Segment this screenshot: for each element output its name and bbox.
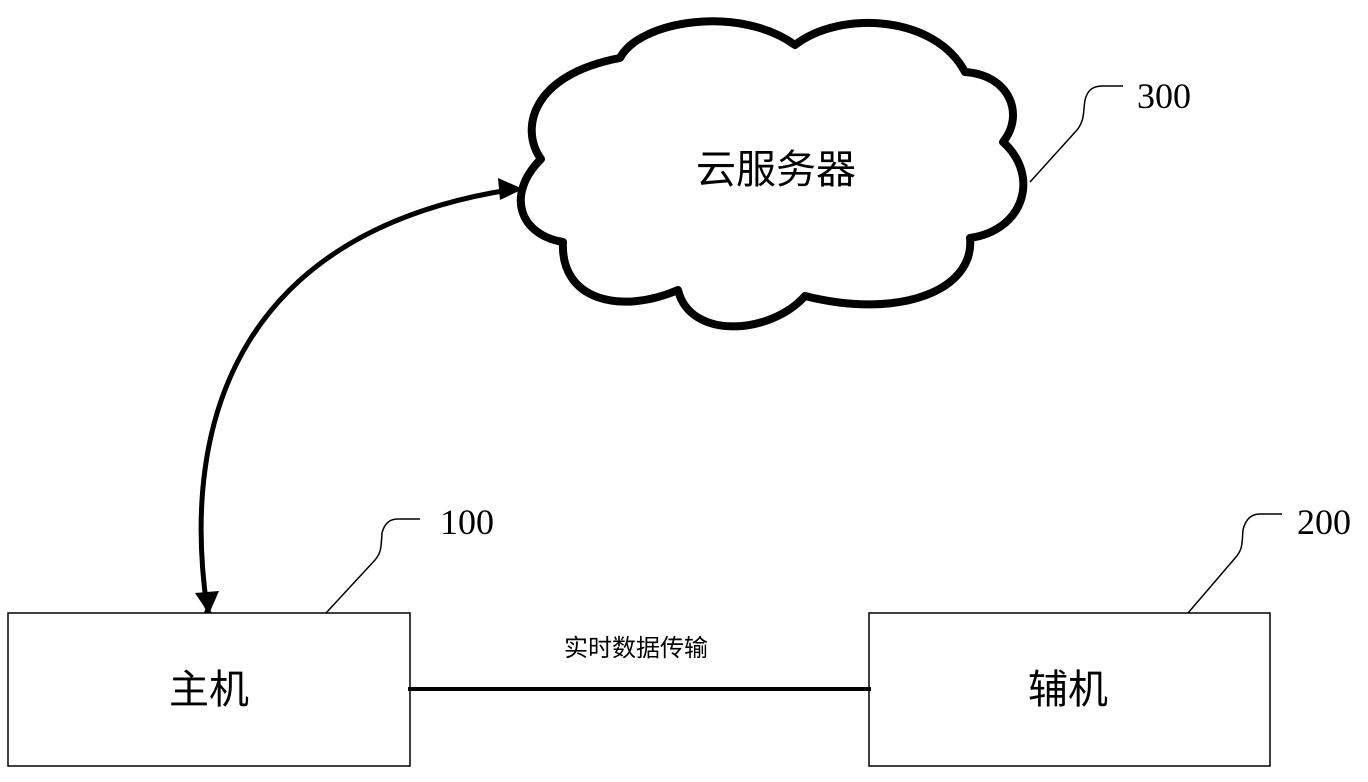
host-cloud-connection-arrow[interactable] [198, 185, 518, 616]
cloud-ref-number: 300 [1137, 76, 1191, 116]
aux-ref-leader [1187, 513, 1282, 614]
arrowhead-to-cloud-icon [498, 178, 523, 200]
aux-ref-number: 200 [1297, 502, 1351, 542]
host-ref-number: 100 [440, 502, 494, 542]
realtime-data-transfer-label: 实时数据传输 [564, 634, 708, 662]
cloud-server-shape[interactable] [516, 17, 1028, 331]
host-label: 主机 [169, 667, 249, 713]
cloud-ref-leader [1029, 85, 1123, 183]
cloud-server-label: 云服务器 [696, 147, 856, 193]
host-ref-leader [325, 518, 420, 614]
aux-label: 辅机 [1028, 667, 1108, 713]
arrowhead-to-host-icon [195, 591, 219, 614]
host-box[interactable] [7, 612, 411, 767]
